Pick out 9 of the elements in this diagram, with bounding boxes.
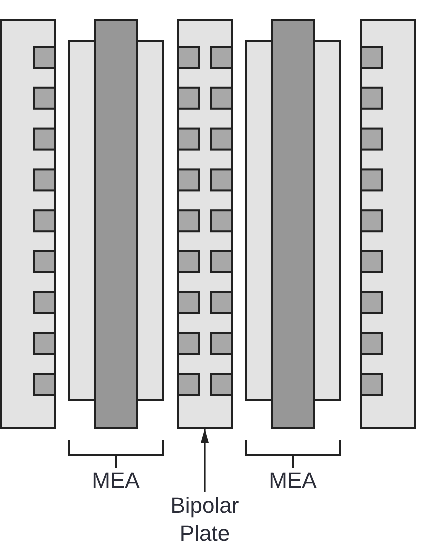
bipolar-plate (177, 19, 233, 429)
membrane-electrode-assembly (68, 19, 164, 429)
component-label: MEA (91, 468, 141, 493)
end-plate (0, 19, 56, 429)
component-label: MEA (268, 468, 318, 493)
callout-text: Bipolar Plate (155, 492, 255, 548)
leader-arrow (201, 429, 209, 492)
end-plate (360, 19, 416, 429)
membrane-electrode-assembly (245, 19, 341, 429)
